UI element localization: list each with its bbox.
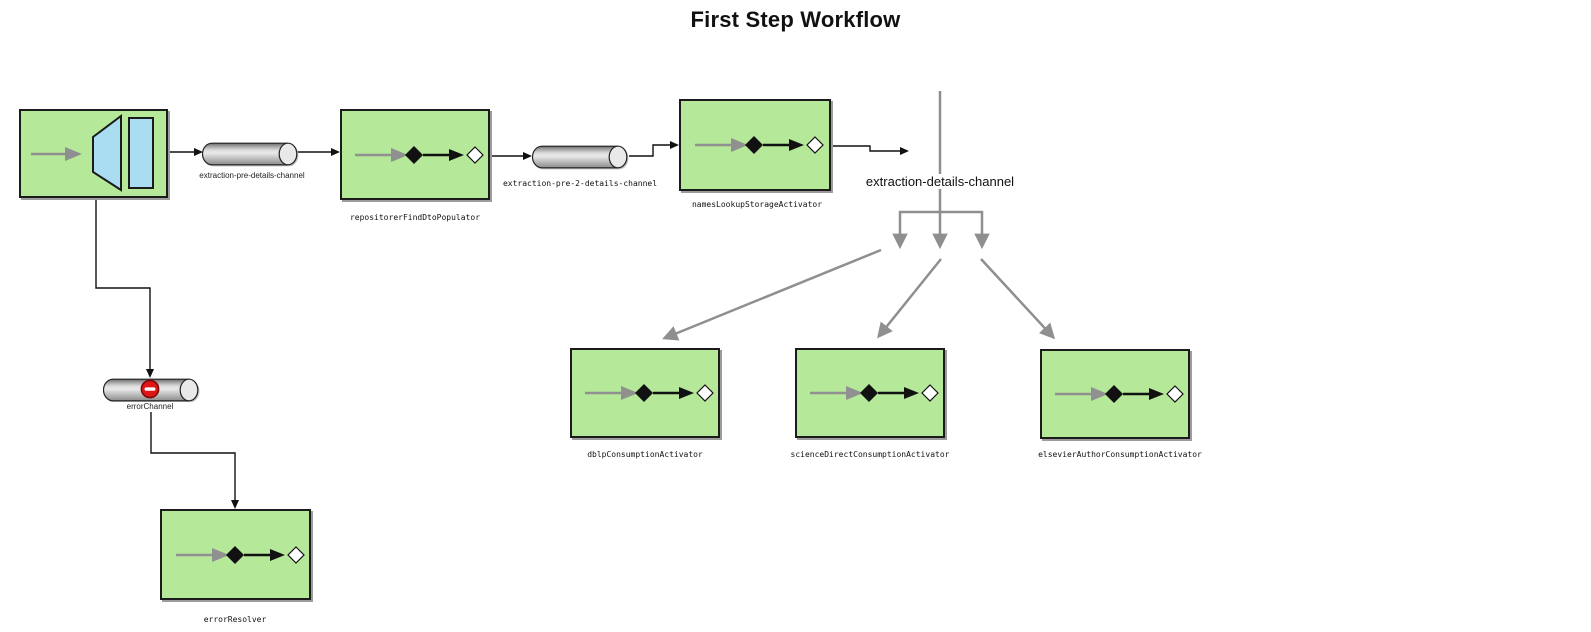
- node-label: scienceDirectConsumptionActivator: [790, 450, 950, 459]
- service-activator-icon: [1055, 385, 1184, 403]
- channel-label: errorChannel: [105, 402, 195, 412]
- fanout-arrows: [662, 91, 1056, 341]
- service-activator-icon: [585, 384, 714, 402]
- node-label: elsevierAuthorConsumptionActivator: [1038, 450, 1202, 459]
- node-elsevier-author-consumption-activator[interactable]: [1040, 349, 1190, 439]
- no-entry-icon: [139, 378, 161, 405]
- node-dblp-consumption-activator[interactable]: [570, 348, 720, 438]
- node-label: repositorerFindDtoPopulator: [349, 213, 481, 222]
- funnel-icon: [92, 114, 122, 192]
- service-activator-icon: [695, 136, 824, 154]
- node-label: errorResolver: [203, 615, 267, 624]
- service-activator-icon: [175, 545, 305, 564]
- black-arrowheads: [146, 141, 909, 509]
- channel-label: extraction-pre-2-details-channel: [502, 179, 658, 188]
- node-label: namesLookupStorageActivator: [691, 200, 823, 209]
- node-science-direct-consumption-activator[interactable]: [795, 348, 945, 438]
- bar-icon: [128, 117, 154, 189]
- service-activator-icon: [810, 384, 939, 402]
- channel-label: extraction-pre-details-channel: [199, 171, 305, 180]
- page-title: First Step Workflow: [690, 7, 901, 32]
- node-repositorer-find-dto-populator[interactable]: [340, 109, 490, 200]
- channel-cylinder-icon: [201, 142, 298, 166]
- node-inbound-channel-adapter[interactable]: [19, 109, 168, 198]
- service-activator-icon: [355, 145, 484, 164]
- channel-cylinder-icon: [531, 145, 628, 169]
- inbound-adapter-icon: [31, 114, 154, 192]
- channel-extraction-details-label: extraction-details-channel: [858, 174, 1022, 189]
- node-label: dblpConsumptionActivator: [587, 450, 703, 459]
- black-wires: [95, 144, 900, 500]
- channel-extraction-pre-details[interactable]: [201, 142, 299, 171]
- node-error-resolver[interactable]: [160, 509, 311, 600]
- node-names-lookup-storage-activator[interactable]: [679, 99, 831, 191]
- channel-extraction-pre-2-details[interactable]: [531, 145, 629, 174]
